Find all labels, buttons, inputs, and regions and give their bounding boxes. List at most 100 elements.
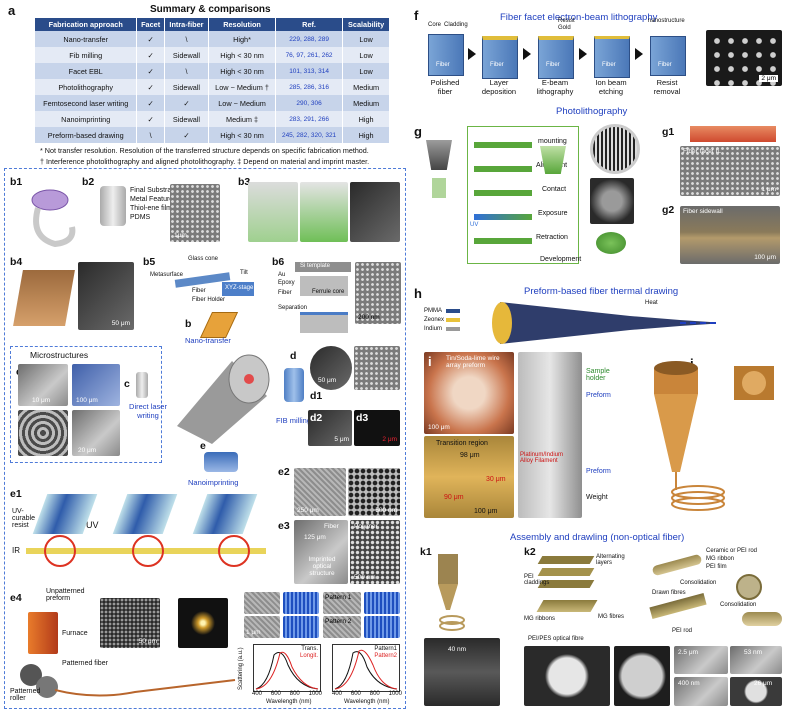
panel-k-title: Assembly and drawling (non-optical fiber… [510, 532, 685, 543]
e3-label: e3 [278, 520, 290, 532]
col-header: Resolution [208, 18, 276, 31]
table-cell: High < 30 nm [208, 47, 276, 63]
panel-b-e-frame [4, 168, 406, 709]
b2-cylinder [100, 186, 126, 226]
d2-label: d2 [310, 412, 323, 424]
e4-pattern-sem-2: 1 μm [244, 616, 280, 638]
b4-holder [13, 270, 75, 326]
b2-layer-label: Metal Features [130, 196, 177, 203]
e3-text: Fiber [324, 523, 339, 530]
k2-sem-cross-section [614, 646, 670, 706]
scale-bar-label: 100 μm [76, 397, 98, 404]
g-developed-fiber [596, 232, 626, 254]
tick-label: 1000 [388, 691, 402, 697]
e1-zoom-2 [132, 535, 164, 567]
f-nanostructure-label: nanostructure [648, 18, 685, 24]
f-step-1-fiber [428, 34, 464, 76]
g-fiber-image [590, 178, 634, 224]
scale-bar-label: 5 μm [334, 436, 349, 443]
scale-bar-label: 10 μm [32, 397, 51, 404]
f-step-3-fiber [538, 36, 574, 79]
scale-bar-label: 2 μm [759, 75, 778, 82]
b5-text: Fiber [192, 288, 206, 294]
f-step-caption: Polished fiber [430, 78, 460, 96]
e2-sem-image-1: 250 μm [294, 468, 346, 516]
e4-furnace [28, 612, 58, 654]
d-sem-image: 50 μm [310, 346, 352, 390]
table-cell: Sidewall [164, 47, 210, 63]
nano-transfer-caption: Nano-transfer [185, 336, 231, 345]
b4-sem-image: 50 μm [78, 262, 134, 330]
table-cell: Femtosecond laser writing [35, 95, 138, 111]
b5-text: Metasurface [150, 272, 184, 278]
e4-pattern2-sem: Pattern 2 [323, 616, 361, 638]
col-header: Intra-fiber [164, 18, 210, 31]
table-cell: Low [342, 31, 390, 47]
f-fiber-label: Fiber [490, 62, 504, 68]
spectrum-xticks-1: 400 600 800 1000 [252, 691, 322, 697]
d3-label: d3 [356, 412, 369, 424]
table-cell: ✓ [136, 111, 165, 127]
f-step-caption: Ion beam etching [595, 78, 627, 96]
f-step-caption: Layer deposition [481, 78, 517, 96]
b3-label: b3 [238, 176, 251, 188]
table-cell: ✓ [164, 127, 210, 143]
i-text: 90 μm [444, 494, 464, 501]
i-label-weight: Weight [586, 494, 608, 501]
table-cell: ✓ [136, 31, 165, 47]
scale-bar-label: 1 μm [761, 186, 776, 193]
g-bar [474, 238, 532, 244]
scale-bar-label: 400 nm [678, 680, 700, 687]
spectrum-plot-2-curves [334, 649, 398, 690]
k2-text: Ceramic or PEI rod [706, 548, 758, 554]
table-cell: Low ~ Medium [208, 95, 276, 111]
g1-text: Fiber facet IL [683, 148, 721, 155]
b6-label: b6 [272, 256, 285, 268]
fib-milling-caption: FIB milling [276, 416, 312, 425]
b2-sem-image: 1μm [170, 184, 220, 242]
b6-text: Fiber [278, 290, 292, 296]
k2-optical-fibre-image [524, 646, 610, 706]
nanoimprinting-caption: Nanoimprinting [188, 478, 239, 487]
e2-sem-image-2: 500 nm [348, 468, 400, 516]
k2-label: k2 [524, 546, 536, 558]
table-cell: 285, 286, 316 [275, 79, 344, 95]
h-preform-drawing [492, 302, 720, 344]
b2-layer-labels: Final Substrate Metal Features Thiol-ene… [130, 186, 177, 222]
table-row: Facet EBL ✓ \ High < 30 nm 101, 313, 314… [35, 63, 390, 79]
microstructures-title: Microstructures [30, 350, 89, 360]
g-step-label: Contact [542, 186, 567, 193]
g2-sem-image: Fiber sidewall 100 μm [680, 206, 780, 264]
panel-i-label: i [428, 354, 432, 369]
table-cell: Low ~ Medium † [208, 79, 276, 95]
panel-h-label: h [414, 286, 422, 301]
d3-sem-image: 2 μm [354, 410, 400, 446]
table-row: Fib milling ✓ Sidewall High < 30 nm 76, … [35, 47, 390, 63]
k2-layer [537, 556, 595, 564]
b3-sem-image [350, 182, 400, 242]
spectrum-xlabel-1: Wavelength (nm) [266, 699, 312, 705]
central-fiber-illustration [177, 354, 270, 444]
e4-pattern1-sem: Pattern 1 [323, 592, 361, 614]
microstructures-box [10, 346, 162, 463]
f-core-label: Core [428, 22, 442, 28]
table-row: Nano-transfer ✓ \ High* 229, 288, 289 Lo… [35, 31, 390, 47]
table-cell: Fib milling [35, 47, 138, 63]
i-label-filament: Platinum/Indium Alloy Filament [520, 452, 564, 464]
b6-text: Epoxy [278, 280, 295, 286]
k2-consolidated [736, 574, 762, 600]
f-sem-image: 2 μm [706, 30, 782, 86]
table-cell: High [342, 111, 390, 127]
table-cell: Nano-transfer [35, 31, 138, 47]
e4-text: Furnace [62, 630, 88, 637]
spectrum-ylabel: Scattering (a.u.) [238, 647, 244, 690]
scale-bar-label: 50 μm [138, 638, 157, 645]
e4-pattern1-blue [364, 592, 400, 614]
table-cell: Preform-based drawing [35, 127, 138, 143]
table-row: Preform-based drawing \ ✓ High < 30 nm 2… [35, 127, 390, 143]
k2-text: Consolidation [680, 580, 717, 586]
h-legend-pmma: PMMA [424, 308, 442, 314]
g-step-label: Development [540, 256, 582, 263]
g-bar [474, 190, 532, 196]
tick-label: 800 [289, 691, 300, 697]
